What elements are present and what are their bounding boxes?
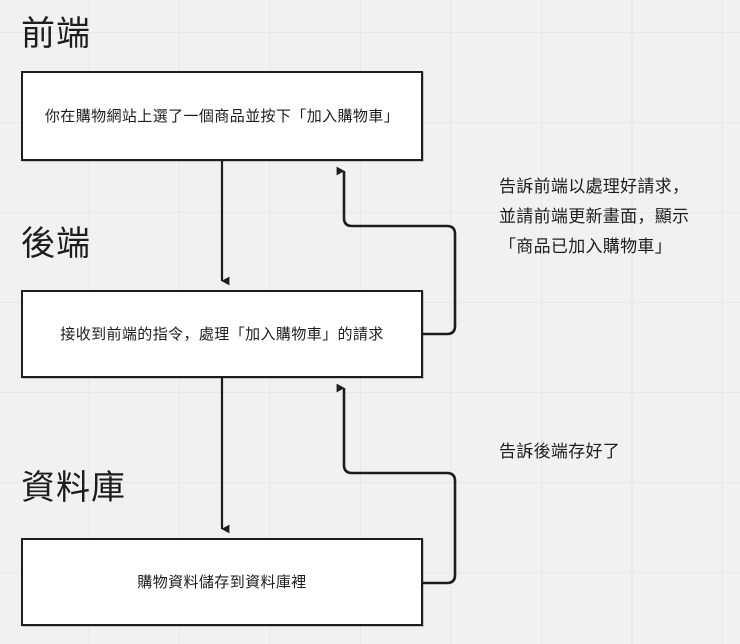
node-database[interactable]: 購物資料儲存到資料庫裡 bbox=[21, 538, 423, 626]
annotation-line: 告訴前端以處理好請求， bbox=[499, 177, 690, 197]
annotation-line: 告訴後端存好了 bbox=[499, 442, 621, 462]
section-label-database: 資料庫 bbox=[21, 468, 126, 508]
node-frontend-label: 你在購物網站上選了一個商品並按下「加入購物車」 bbox=[44, 107, 400, 125]
section-label-backend: 後端 bbox=[21, 224, 91, 264]
node-backend-label: 接收到前端的指令，處理「加入購物車」的請求 bbox=[60, 325, 384, 343]
node-backend[interactable]: 接收到前端的指令，處理「加入購物車」的請求 bbox=[21, 290, 423, 378]
annotation-line: 「商品已加入購物車」 bbox=[499, 237, 672, 257]
annotation-line: 並請前端更新畫面，顯示 bbox=[499, 207, 690, 227]
annotation-database-to-backend: 告訴後端存好了 bbox=[499, 437, 620, 467]
node-frontend[interactable]: 你在購物網站上選了一個商品並按下「加入購物車」 bbox=[21, 71, 423, 161]
annotation-backend-to-frontend: 告訴前端以處理好請求， 並請前端更新畫面，顯示 「商品已加入購物車」 bbox=[499, 172, 689, 262]
node-database-label: 購物資料儲存到資料庫裡 bbox=[137, 573, 307, 591]
section-label-frontend: 前端 bbox=[21, 14, 91, 54]
